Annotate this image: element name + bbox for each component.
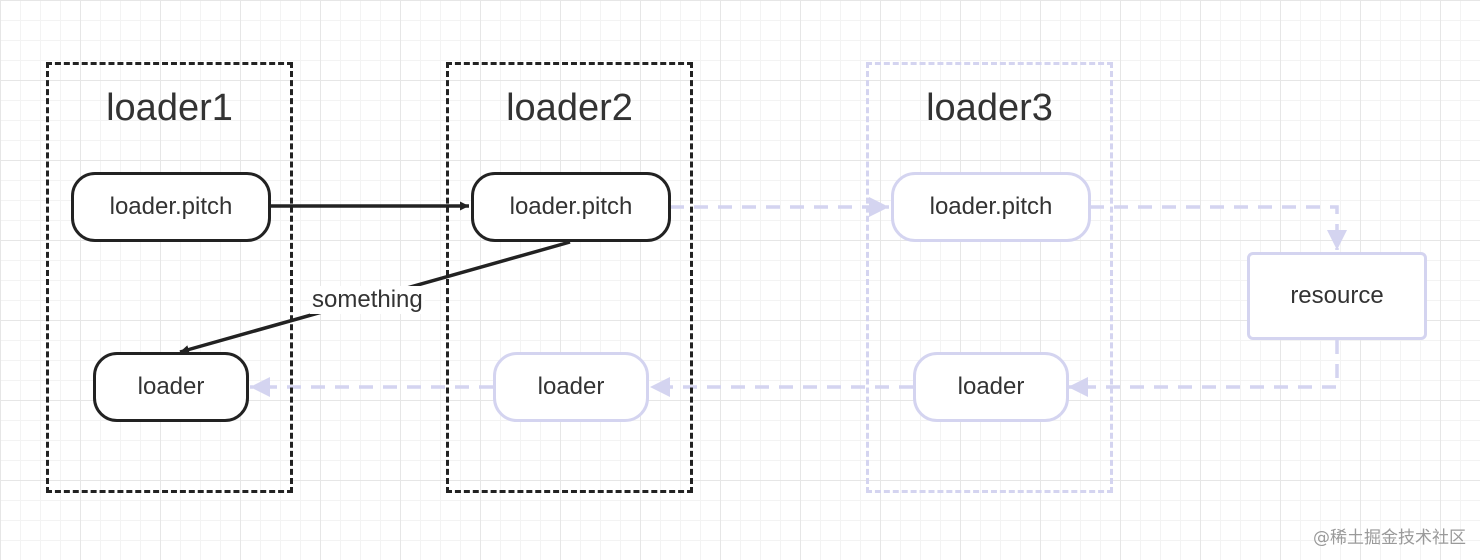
loader1-title: loader1: [106, 87, 233, 129]
loader1-pitch-node: loader.pitch: [71, 172, 271, 242]
loader2-pitch-node: loader.pitch: [471, 172, 671, 242]
loader2-group: loader2: [446, 62, 693, 493]
loader1-loader-node: loader: [93, 352, 249, 422]
watermark: @稀土掘金技术社区: [1313, 528, 1466, 548]
something-edge-label: something: [310, 286, 425, 314]
loader3-loader-node: loader: [913, 352, 1069, 422]
edge-loader3-pitch-to-resource: [1090, 205, 1347, 250]
loader2-loader-node: loader: [493, 352, 649, 422]
edge-resource-to-loader3-loader: [1068, 340, 1339, 397]
loader2-title: loader2: [506, 87, 633, 129]
loader1-group: loader1: [46, 62, 293, 493]
loader3-pitch-node: loader.pitch: [891, 172, 1091, 242]
resource-node: resource: [1247, 252, 1427, 340]
loader3-title: loader3: [926, 87, 1053, 129]
loader3-group: loader3: [866, 62, 1113, 493]
